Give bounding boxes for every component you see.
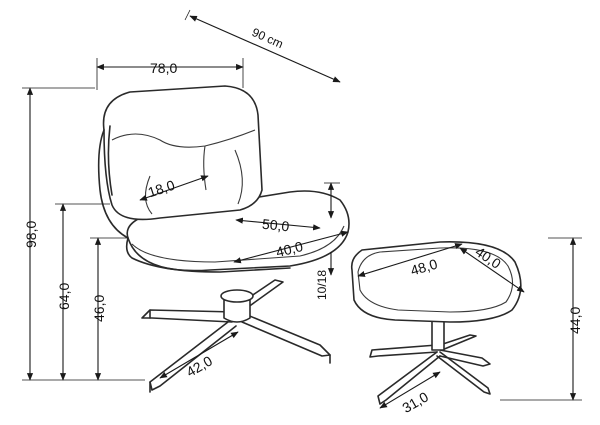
dim-base-diameter-label: 42,0	[183, 352, 215, 380]
dim-seat-depth-label: 50,0	[261, 216, 290, 235]
dim-armrest-height: 46,0	[90, 237, 128, 381]
dim-base-diameter: 42,0	[159, 331, 239, 380]
dim-ottoman-base-diameter: 31,0	[379, 371, 441, 416]
dim-seat-thickness: 10/18	[315, 182, 340, 300]
dim-armrest-height-label: 46,0	[91, 295, 107, 322]
dim-seat-height: 64,0	[55, 203, 110, 381]
chair-base	[141, 279, 331, 393]
dim-ottoman-height: 44,0	[500, 237, 583, 401]
dim-total-width: 90 cm	[184, 9, 341, 83]
dim-total-width-label: 90 cm	[250, 25, 286, 51]
dim-backrest-width: 78,0	[96, 58, 244, 90]
dim-backrest-width-label: 78,0	[150, 60, 177, 76]
dim-seat-height-label: 64,0	[56, 283, 72, 310]
armchair	[97, 85, 350, 393]
dim-height-total-label: 98,0	[23, 221, 39, 248]
dim-ottoman-base-diameter-label: 31,0	[399, 388, 431, 416]
dim-seat-width-label: 40,0	[274, 238, 305, 260]
ottoman-base	[369, 319, 491, 405]
dim-seat-thickness-label: 10/18	[315, 270, 329, 300]
dim-ottoman-height-label: 44,0	[567, 307, 583, 334]
dim-ottoman-top-width-label: 48,0	[409, 256, 440, 279]
dim-height-total: 98,0	[22, 87, 145, 381]
dim-ottoman-top-width: 48,0	[357, 243, 463, 279]
dim-seat-width: 40,0	[233, 230, 349, 264]
dim-seat-depth: 50,0	[235, 216, 321, 235]
